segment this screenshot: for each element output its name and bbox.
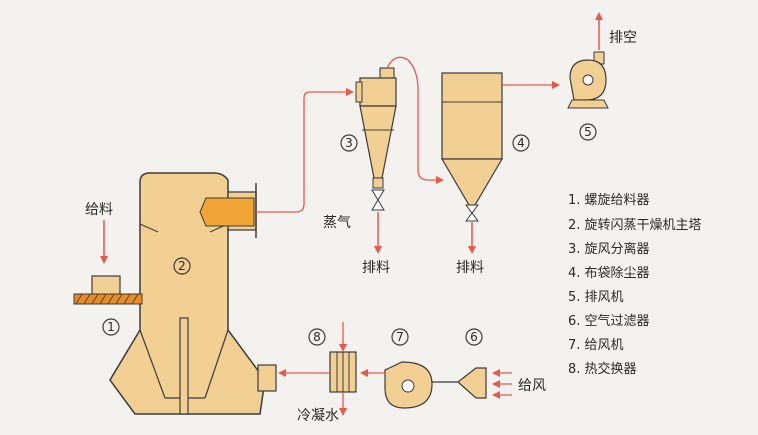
number-3-circle: [340, 134, 358, 152]
number-3: 3: [345, 136, 353, 150]
number-4: 4: [517, 136, 525, 150]
cyclone-discharge-label: 排料: [362, 260, 390, 276]
heat-exchanger: 8: [308, 328, 357, 393]
number-1: 1: [107, 320, 115, 334]
number-1-circle: [102, 318, 120, 336]
air-filter: 6: [457, 328, 487, 399]
legend-item-6: 6. 空气过滤器: [568, 313, 650, 329]
legend-item-4: 4. 布袋除尘器: [568, 266, 650, 281]
exhaust-label: 排空: [609, 30, 637, 46]
screw-feeder: 1: [73, 275, 143, 336]
number-2: 2: [178, 259, 186, 273]
number-7-circle: [391, 328, 409, 346]
cyclone-separator: 3: [340, 67, 397, 211]
number-2-circle: [173, 257, 191, 275]
feed-label: 给料: [85, 202, 113, 218]
air-in-label: 给风: [518, 378, 546, 394]
legend-item-7: 7. 给风机: [568, 338, 624, 353]
number-6: 6: [470, 330, 478, 344]
cooling-water-label: 冷凝水: [297, 408, 339, 424]
legend-item-5: 5. 排风机: [568, 290, 624, 305]
number-6-circle: [465, 328, 483, 346]
number-5: 5: [584, 125, 592, 139]
equipment-legend: 1. 螺旋给料器 2. 旋转闪蒸干燥机主塔 3. 旋风分离器 4. 布袋除尘器 …: [568, 193, 702, 377]
legend-item-2: 2. 旋转闪蒸干燥机主塔: [568, 218, 702, 233]
air-in-arrows: [492, 369, 512, 399]
bag-filter: 4: [440, 72, 530, 222]
flow-cyclone-to-bagfilter: [386, 56, 444, 184]
legend-item-3: 3. 旋风分离器: [568, 241, 650, 257]
number-8: 8: [313, 330, 321, 344]
legend-item-1: 1. 螺旋给料器: [568, 193, 650, 208]
number-5-circle: [579, 123, 597, 141]
number-7: 7: [396, 330, 404, 344]
flow-tower-to-cyclone: [256, 88, 354, 213]
number-8-circle: [308, 328, 326, 346]
supply-blower: 7: [384, 328, 433, 409]
legend-item-8: 8. 热交换器: [568, 361, 637, 377]
exhaust-fan: 5: [567, 51, 609, 141]
bagfilter-discharge-label: 排料: [456, 260, 484, 276]
steam-label: 蒸气: [323, 215, 351, 231]
main-dryer-tower: 2: [109, 172, 277, 415]
number-4-circle: [512, 134, 530, 152]
